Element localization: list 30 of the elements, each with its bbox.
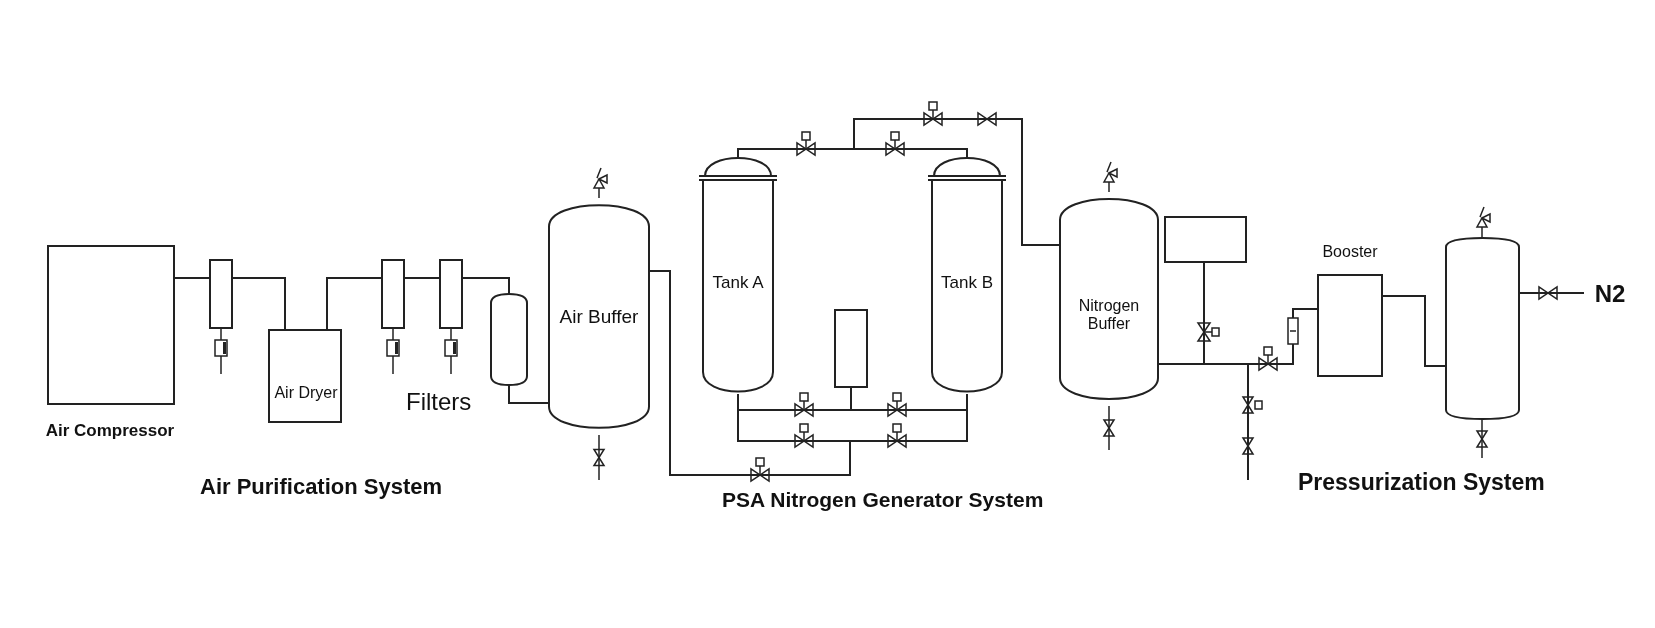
silencer-box [834,309,868,388]
pipe-line [1519,292,1585,294]
part-label: Filters [406,388,472,416]
node-label: Nitrogen Buffer [1077,295,1141,334]
pipe-line [1382,295,1446,367]
node-label: Air Compressor [44,420,176,443]
filter-box [439,259,463,329]
node-label: Tank B [940,272,994,295]
node-label: Air Dryer [273,382,339,403]
section-title: PSA Nitrogen Generator System [722,488,1044,512]
section-title: Air Purification System [200,474,443,500]
node-label: Air Buffer [558,304,640,329]
node-label: Tank A [711,272,765,295]
pipe-line [326,277,382,330]
section-title: Pressurization System [1298,469,1545,496]
node-label: Booster [1321,241,1379,262]
pipe-line [649,270,968,476]
filter-box [209,259,233,329]
pipe-line [404,277,440,279]
pipe-line [462,277,510,295]
analyzer-box [1164,216,1247,263]
vessel-drawing [1445,237,1520,420]
pipe-line [1158,308,1318,365]
node-label: N2 [1593,279,1627,310]
filter-box [381,259,405,329]
pipe-line [174,277,210,279]
pipe-line [232,277,286,330]
vessel-drawing [490,293,528,386]
pipe-line [508,385,550,404]
pipe-line [850,387,968,411]
